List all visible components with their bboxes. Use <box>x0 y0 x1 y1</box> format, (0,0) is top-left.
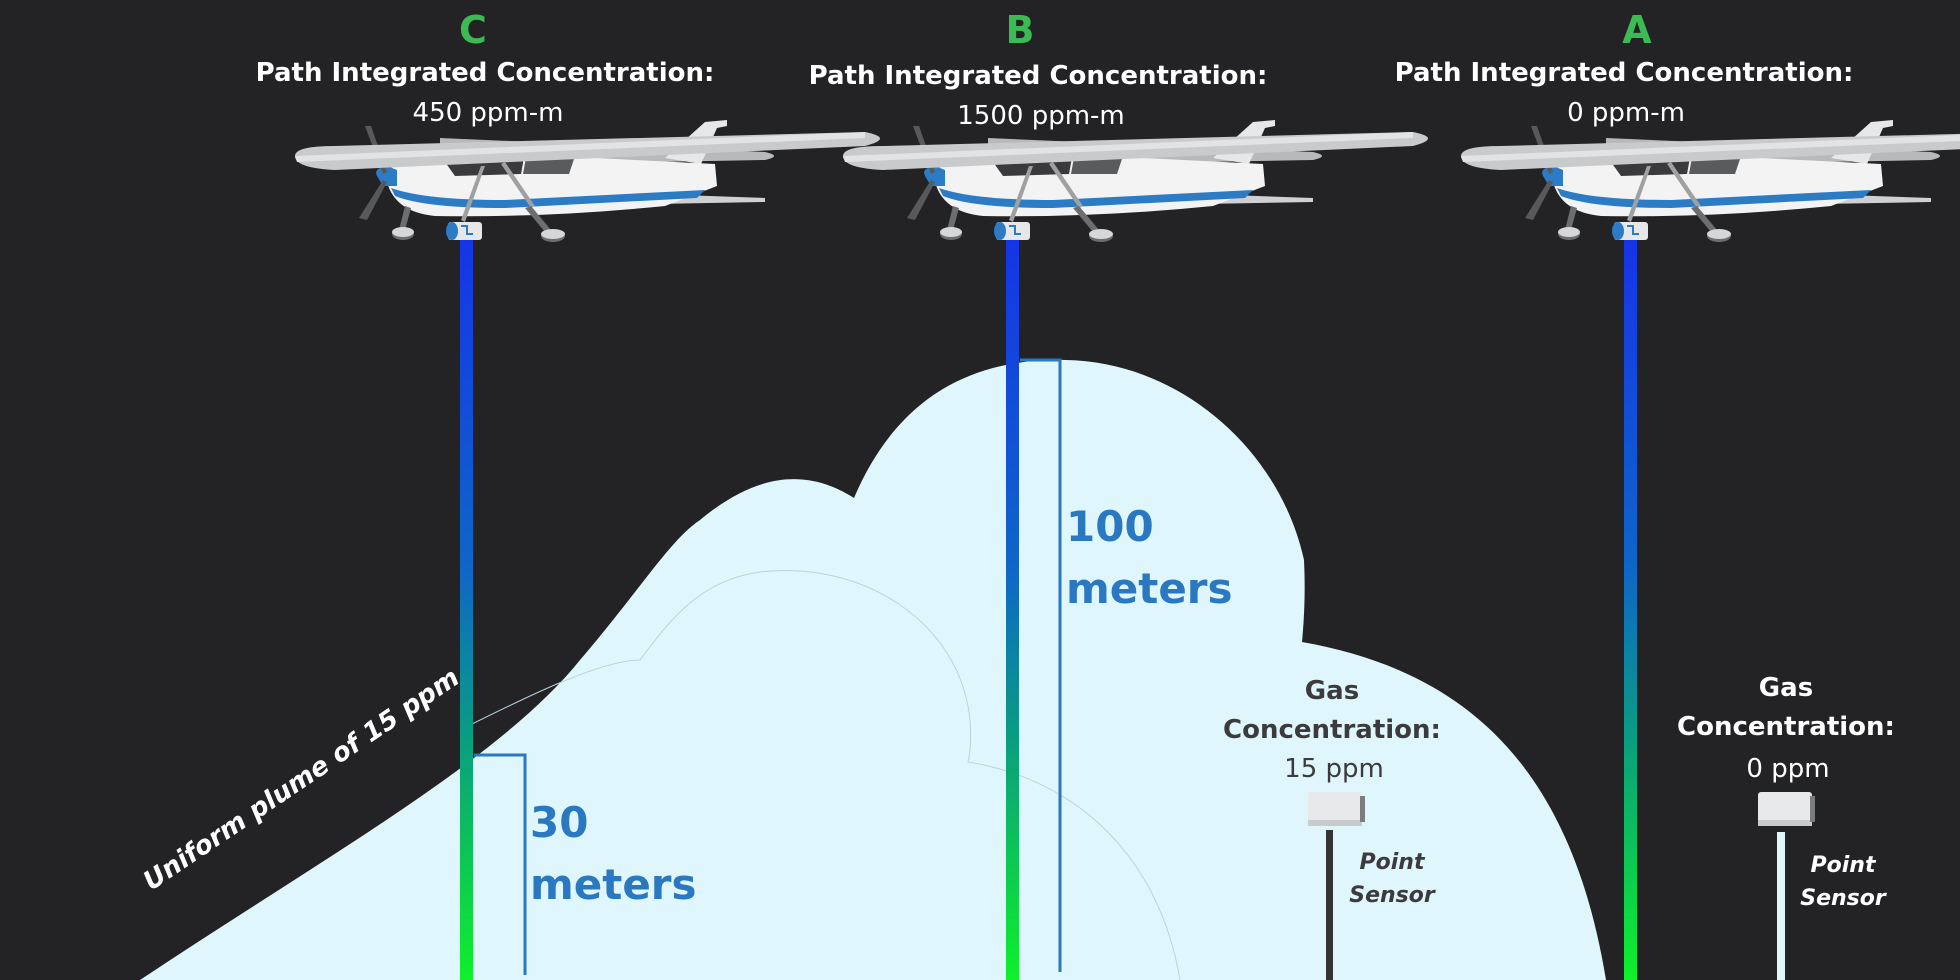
point-sensor-label-1: Point Sensor <box>1349 850 1435 908</box>
plane-c <box>294 119 881 243</box>
gas-concentration-title-2: Gas Concentration: <box>1677 673 1895 742</box>
plume-contour-inner <box>459 570 1181 980</box>
plane-b <box>842 119 1429 243</box>
beam-c <box>460 232 473 980</box>
bracket-30m <box>474 753 527 975</box>
point-sensor-2 <box>1758 792 1815 980</box>
plane-letter-b: B <box>1005 8 1035 52</box>
pic-title-b: Path Integrated Concentration: <box>808 61 1268 91</box>
measure-30-meters: 30 meters <box>530 798 697 909</box>
plane-a <box>1460 119 1960 243</box>
measure-100-meters: 100 meters <box>1066 502 1233 613</box>
gas-concentration-value-1: 15 ppm <box>1284 754 1384 784</box>
pic-value-b: 1500 ppm-m <box>957 101 1125 131</box>
bracket-100m <box>1020 358 1062 972</box>
gas-plume <box>140 359 1606 980</box>
point-sensor-1 <box>1308 792 1365 980</box>
gas-concentration-title-1: Gas Concentration: <box>1223 676 1441 745</box>
plane-letter-c: C <box>459 8 487 52</box>
beam-b <box>1006 232 1019 980</box>
pic-value-c: 450 ppm-m <box>412 98 564 128</box>
beam-a <box>1624 232 1637 980</box>
pic-value-a: 0 ppm-m <box>1567 98 1685 128</box>
gas-concentration-value-2: 0 ppm <box>1746 754 1830 784</box>
point-sensor-label-2: Point Sensor <box>1800 853 1886 911</box>
pic-title-c: Path Integrated Concentration: <box>255 58 715 88</box>
plane-letter-a: A <box>1622 8 1652 52</box>
pic-title-a: Path Integrated Concentration: <box>1394 58 1854 88</box>
